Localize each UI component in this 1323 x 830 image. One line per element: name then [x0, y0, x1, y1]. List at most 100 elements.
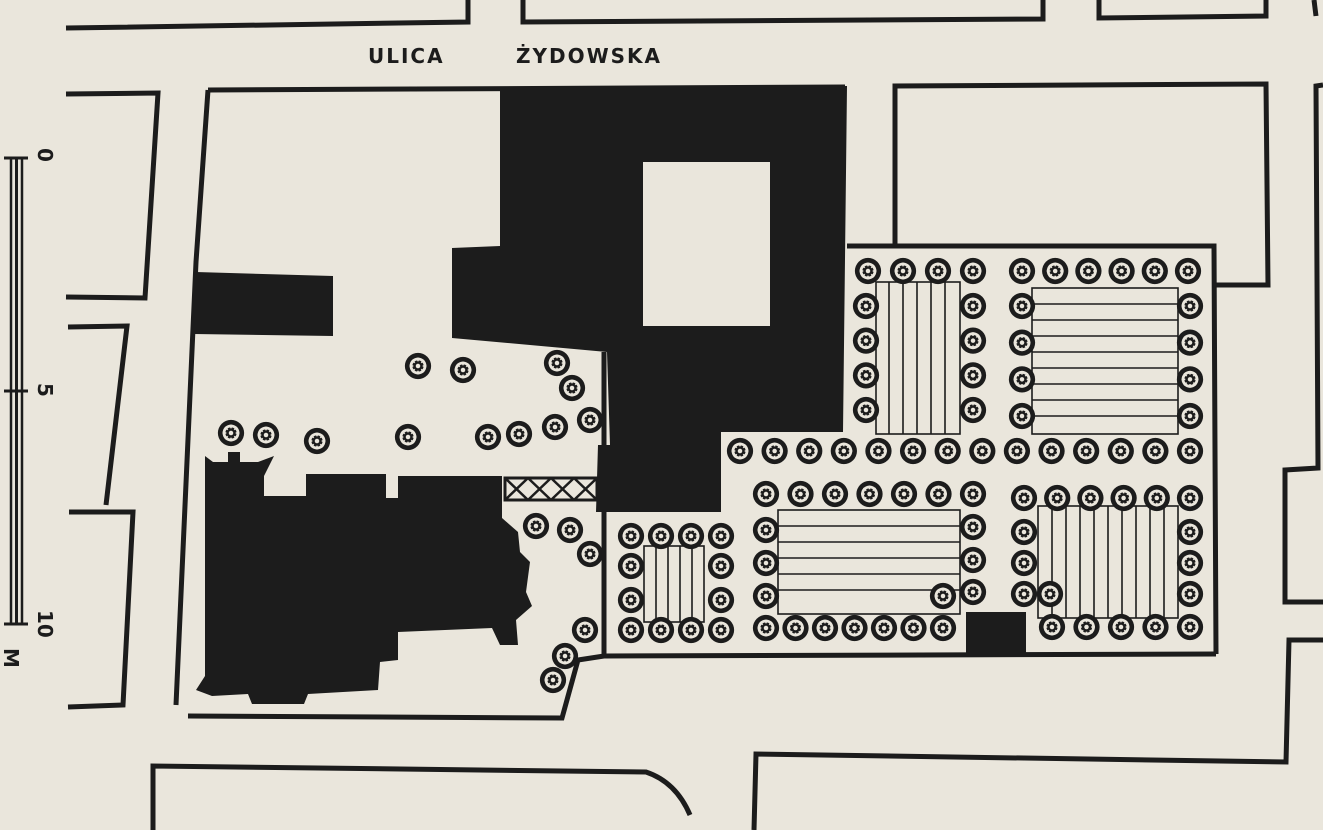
tree-icon	[551, 642, 579, 670]
tree-icon	[217, 419, 245, 447]
tree-icon	[852, 361, 880, 390]
block-left-1	[65, 90, 161, 301]
block-left-3	[67, 509, 136, 710]
tree-icon	[617, 552, 645, 580]
tree-icon	[707, 616, 735, 644]
site-south-wall	[187, 651, 1217, 721]
covered-passage	[503, 476, 599, 502]
street-label-zydowska: ŻYDOWSKA	[516, 44, 662, 68]
tree-icon	[1142, 484, 1171, 512]
tree-icon	[1043, 484, 1072, 512]
tree-icon	[864, 437, 893, 465]
tree-icon	[677, 522, 705, 550]
tree-icon	[707, 586, 735, 614]
tree-icon	[1008, 365, 1036, 394]
tree-icon	[539, 666, 567, 694]
tree-icon	[855, 480, 884, 508]
block-top-middle	[520, 0, 1046, 25]
street-label-ulica: ULICA	[368, 44, 445, 68]
tree-icon	[505, 420, 533, 448]
tree-icon	[786, 480, 815, 508]
tree-icon	[924, 480, 953, 508]
tree-icon	[576, 540, 604, 568]
tree-icon	[1176, 613, 1204, 641]
tree-icon	[1176, 484, 1204, 512]
tree-icon	[968, 437, 997, 465]
tree-icon	[252, 421, 280, 449]
tree-icon	[959, 513, 987, 541]
tree-icon	[617, 616, 645, 644]
tree-icon	[959, 578, 987, 606]
block-left-2	[67, 323, 130, 506]
tree-icon	[1176, 437, 1204, 465]
tree-icon	[752, 614, 780, 642]
tree-icon	[852, 326, 880, 355]
block-right-edge-lower	[751, 637, 1323, 830]
tree-icon	[1107, 257, 1136, 285]
building-church	[196, 452, 532, 704]
tree-icon	[1010, 484, 1038, 512]
tree-icon	[474, 423, 502, 451]
tree-icon	[1037, 437, 1066, 465]
tree-icon	[781, 614, 810, 642]
tree-icon	[1010, 518, 1038, 546]
tree-icon	[543, 349, 571, 377]
tree-icon	[1036, 580, 1064, 608]
tree-icon	[1003, 437, 1031, 465]
tree-icon	[959, 326, 987, 355]
block-right-top	[892, 81, 1271, 288]
tree-icon	[1176, 365, 1204, 394]
scale-bar: 0 5 10 M	[0, 148, 57, 668]
tree-icon	[541, 413, 569, 441]
tree-icon	[929, 582, 957, 610]
tree-icon	[1074, 257, 1103, 285]
tree-icon	[1107, 613, 1135, 641]
scale-unit-label: M	[0, 648, 23, 668]
tree-icon	[959, 361, 987, 390]
tree-icon	[1010, 580, 1038, 608]
building-main-block	[452, 86, 847, 512]
bed-lower-left-vertical	[643, 545, 705, 623]
tree-icon	[556, 516, 584, 544]
tree-icon	[899, 437, 927, 465]
tree-icon	[1008, 402, 1036, 430]
building-small-annex	[966, 612, 1026, 654]
tree-icon	[647, 522, 675, 550]
scale-tick-0: 0	[33, 148, 57, 162]
tree-icon	[870, 614, 898, 642]
tree-icon	[1176, 549, 1204, 577]
site-west-wall	[173, 89, 211, 706]
tree-icon	[890, 480, 918, 508]
site-east-wall	[847, 243, 1219, 655]
scale-tick-10: 10	[33, 610, 57, 638]
block-top-left	[65, 0, 471, 31]
tree-icon	[821, 480, 849, 508]
tree-icon	[959, 396, 987, 424]
tree-icon	[840, 614, 869, 642]
tree-icon	[1010, 549, 1038, 577]
tree-icon	[1176, 292, 1204, 320]
tree-icon	[1140, 257, 1169, 285]
tree-icon	[1106, 437, 1135, 465]
tree-icon	[852, 396, 880, 424]
block-right-edge-upper	[1282, 82, 1323, 605]
tree-icon	[933, 437, 962, 465]
tree-icon	[558, 374, 586, 402]
scale-tick-5: 5	[33, 383, 57, 397]
tree-icon	[829, 437, 858, 465]
tree-icon	[1141, 613, 1170, 641]
tree-icon	[522, 512, 550, 540]
tree-icon	[752, 549, 780, 577]
tree-icon	[1176, 402, 1204, 430]
surrounding-blocks	[65, 0, 1323, 830]
tree-icon	[959, 546, 987, 574]
block-top-right	[1096, 0, 1269, 21]
tree-icon	[795, 437, 824, 465]
tree-icon	[752, 480, 780, 508]
bed-upper-left-vertical	[875, 281, 961, 435]
tree-icon	[617, 522, 645, 550]
tree-icon	[899, 614, 928, 642]
tree-icon	[811, 614, 839, 642]
tree-icon	[449, 356, 477, 384]
tree-icon	[576, 406, 604, 434]
